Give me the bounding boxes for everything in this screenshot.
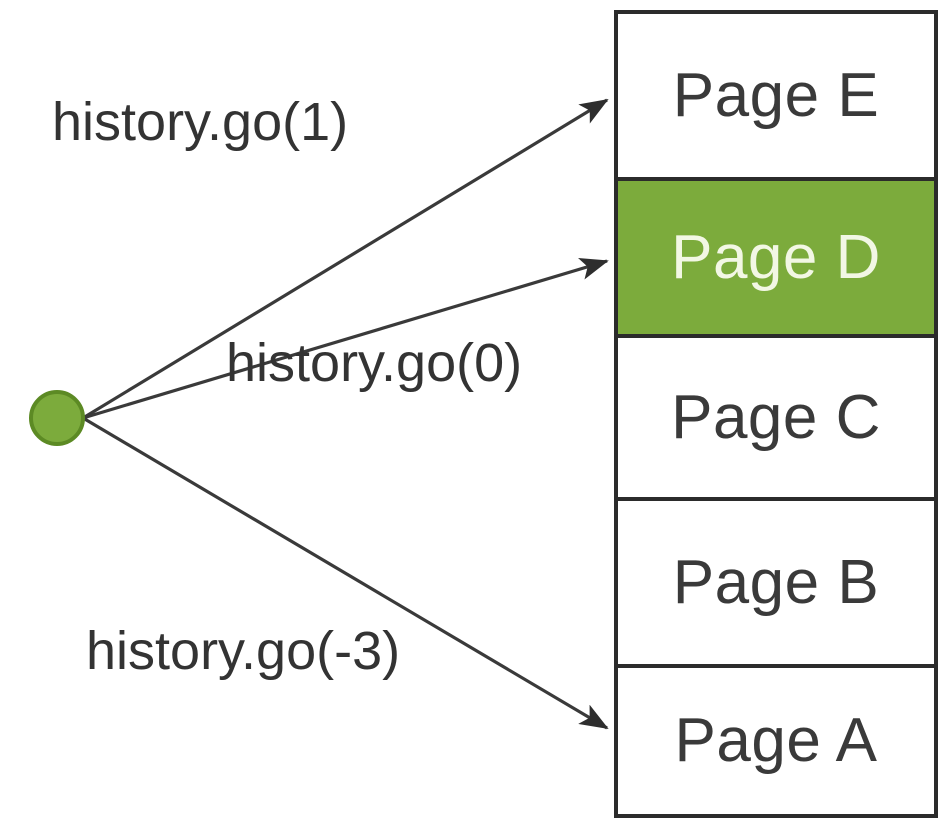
stack-entry-page-d[interactable]: Page D	[618, 177, 934, 334]
edge-label-history-go-minus-3: history.go(-3)	[86, 621, 401, 681]
edge-label-history-go-0: history.go(0)	[226, 333, 523, 393]
stack-entry-page-e[interactable]: Page E	[618, 14, 934, 177]
session-history-stack: Page E Page D Page C Page B Page A	[614, 10, 938, 818]
edge-label-history-go-1: history.go(1)	[52, 92, 349, 152]
stack-entry-page-b[interactable]: Page B	[618, 497, 934, 664]
stack-entry-page-a[interactable]: Page A	[618, 664, 934, 814]
stack-entry-page-c[interactable]: Page C	[618, 334, 934, 497]
edge-go-forward-1	[82, 98, 609, 420]
current-position-node[interactable]	[29, 390, 85, 446]
edge-go-zero	[82, 257, 609, 420]
edge-go-back-3	[82, 416, 609, 730]
